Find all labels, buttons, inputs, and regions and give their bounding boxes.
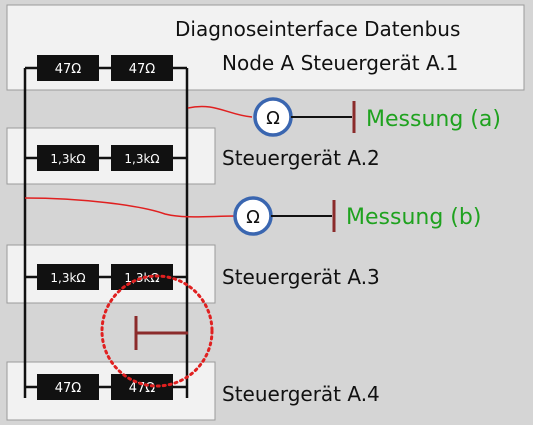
resistor-top-left bbox=[37, 55, 99, 81]
resistor-a2-right-label: 1,3kΩ bbox=[124, 152, 159, 166]
module-a3-label: Steuergerät A.3 bbox=[222, 265, 380, 289]
fault-circle-icon bbox=[100, 274, 214, 388]
probe-lead-a bbox=[187, 105, 253, 118]
ohmmeter-b-symbol: Ω bbox=[246, 207, 260, 228]
probe-lead-b bbox=[24, 197, 237, 218]
resistor-a4-left-label: 47Ω bbox=[55, 381, 82, 396]
resistor-a2-left-label: 1,3kΩ bbox=[50, 152, 85, 166]
fault-terminal-icon bbox=[134, 316, 188, 350]
node-a-label: Node A Steuergerät A.1 bbox=[222, 51, 458, 75]
ohmmeter-a-symbol: Ω bbox=[266, 108, 280, 129]
header-title: Diagnoseinterface Datenbus bbox=[175, 17, 460, 41]
resistor-a2-left bbox=[37, 145, 99, 171]
resistor-a3-left-label: 1,3kΩ bbox=[50, 271, 85, 285]
resistor-top-left-label: 47Ω bbox=[55, 62, 82, 77]
row-wires bbox=[25, 66, 187, 389]
measurement-a-label: Messung (a) bbox=[366, 107, 501, 132]
resistor-top-right bbox=[111, 55, 173, 81]
resistor-a3-left bbox=[37, 264, 99, 290]
module-a4-label: Steuergerät A.4 bbox=[222, 382, 380, 406]
module-a2-label: Steuergerät A.2 bbox=[222, 146, 380, 170]
resistor-a2-right bbox=[111, 145, 173, 171]
resistor-a4-left bbox=[37, 374, 99, 400]
measurement-b-label: Messung (b) bbox=[346, 205, 481, 230]
resistor-top-right-label: 47Ω bbox=[129, 62, 156, 77]
